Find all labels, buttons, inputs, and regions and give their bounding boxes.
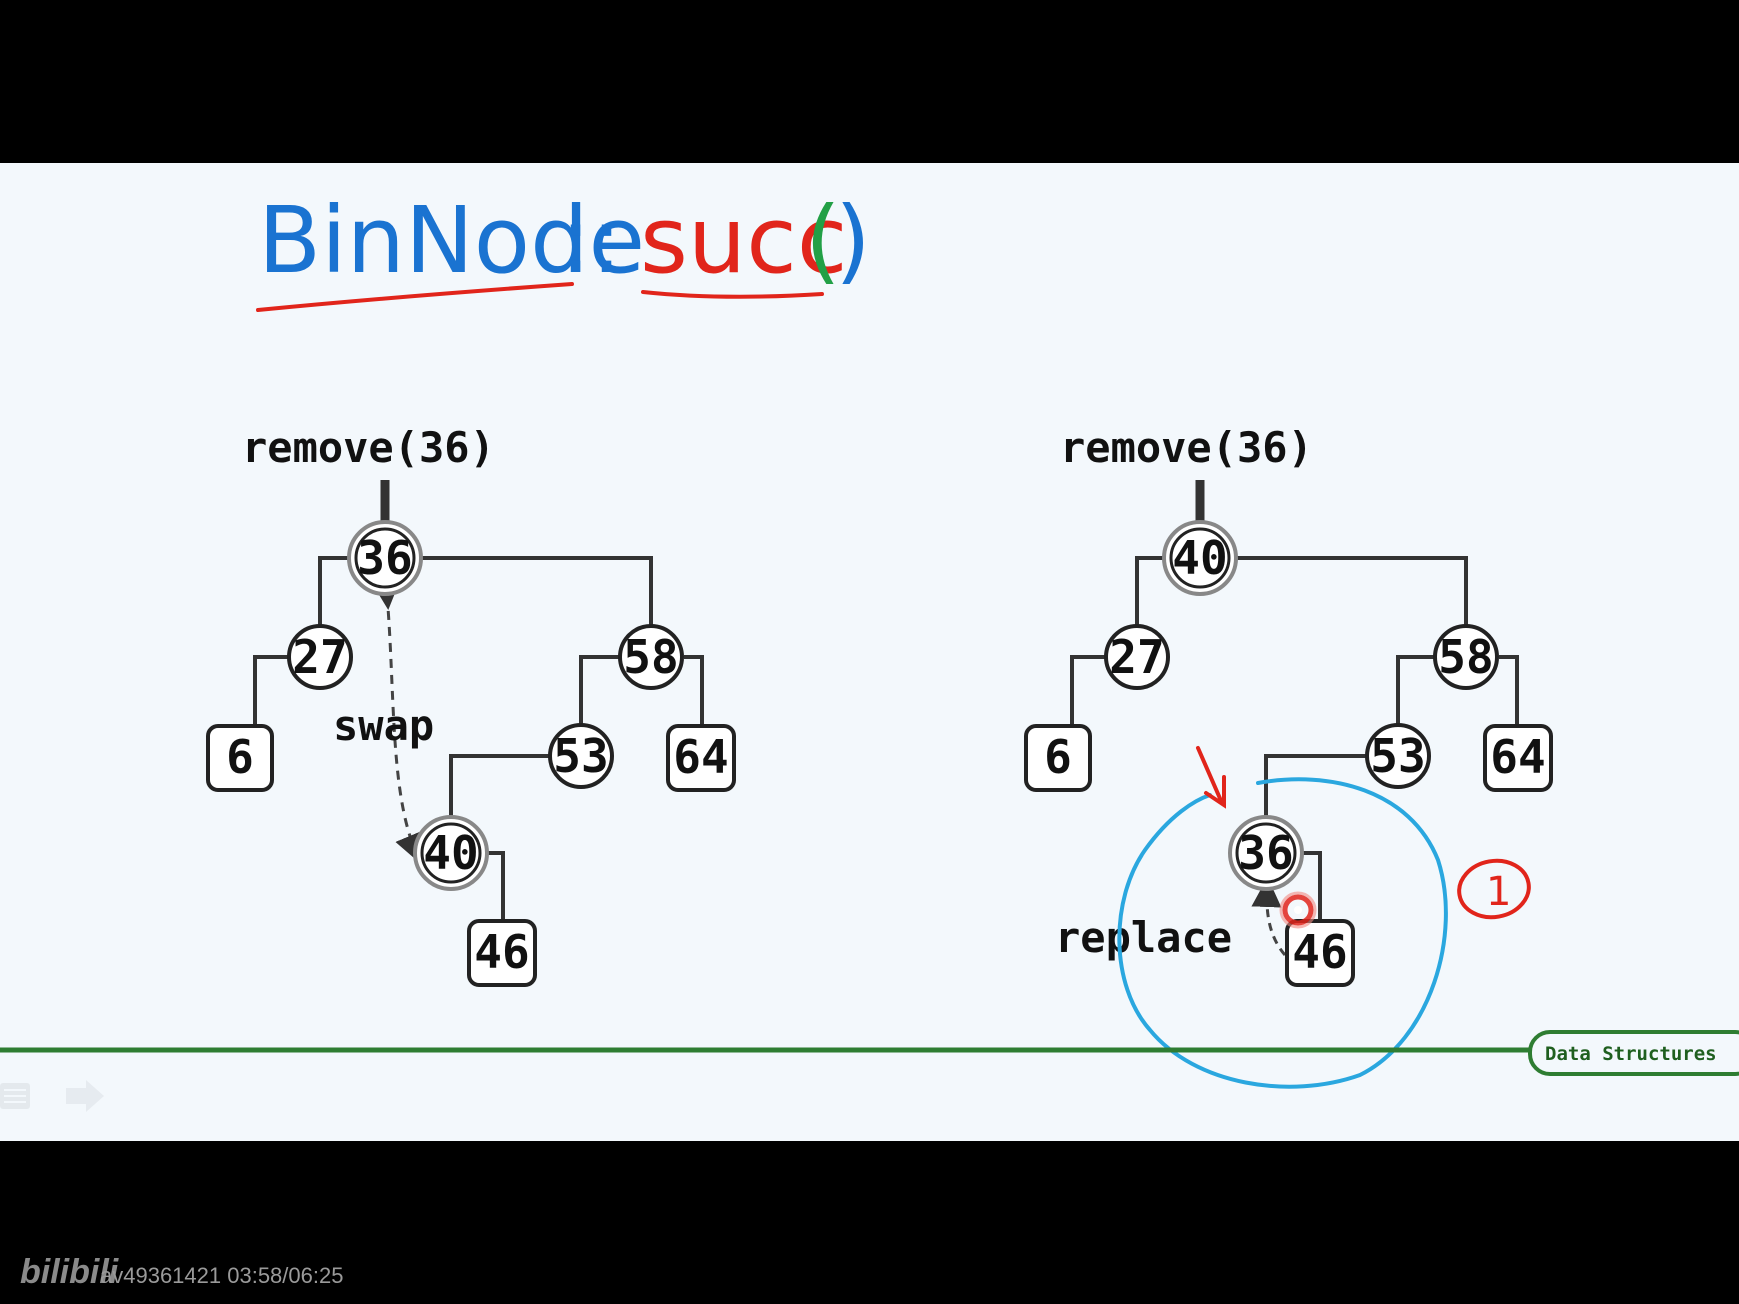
svg-text:27: 27 [292, 630, 347, 684]
edge-40-27 [1135, 556, 1167, 625]
data-structures-badge [1528, 1030, 1739, 1076]
edge-27-6 [253, 655, 289, 725]
handwritten-title: BinNode :: succ ( ) [256, 187, 871, 312]
left-tree: remove(36) swap 36 27 58 6 [206, 423, 736, 987]
swap-arrow [370, 578, 424, 864]
edge-40-46 [484, 851, 505, 920]
node-left-46: 46 [467, 919, 537, 987]
node-left-36: 36 [347, 520, 423, 596]
svg-text:64: 64 [1490, 730, 1545, 784]
node-left-27: 27 [287, 624, 353, 690]
edge-58-64-right [1499, 655, 1519, 725]
edge-36-27 [318, 556, 352, 625]
node-left-53: 53 [548, 723, 614, 789]
svg-text:46: 46 [474, 925, 529, 979]
node-left-58: 58 [618, 624, 684, 690]
node-right-40: 40 [1162, 520, 1238, 596]
replace-arrow [1251, 877, 1287, 956]
right-tree: remove(36) replace 40 27 58 6 [1024, 423, 1553, 1089]
node-right-58: 58 [1433, 624, 1499, 690]
svg-text:36: 36 [1238, 826, 1293, 880]
title-paren-close: ) [835, 187, 871, 294]
edge-27-6-right [1070, 655, 1106, 725]
cursor-target-icon [1279, 891, 1317, 929]
node-right-27: 27 [1104, 624, 1170, 690]
edge-58-64 [684, 655, 704, 725]
svg-text:36: 36 [357, 531, 412, 585]
svg-text:40: 40 [1172, 531, 1227, 585]
bottom-letterbox [0, 1141, 1739, 1304]
badge-label: Data Structures [1545, 1043, 1717, 1065]
title-class-name: BinNode [258, 187, 645, 294]
edge-53-36-right [1264, 754, 1367, 820]
swap-label: swap [333, 701, 434, 750]
svg-text:58: 58 [1438, 630, 1493, 684]
svg-text:46: 46 [1292, 925, 1347, 979]
title-method: succ [640, 187, 847, 294]
list-icon[interactable] [0, 1083, 30, 1109]
forward-arrow-icon[interactable] [66, 1080, 104, 1112]
node-right-64: 64 [1483, 724, 1553, 792]
video-info: av49361421 03:58/06:25 [100, 1263, 343, 1288]
replace-label: replace [1055, 913, 1232, 962]
title-underline-class [256, 282, 574, 312]
edge-58-53-right [1396, 655, 1436, 725]
title-underline-method [641, 290, 824, 299]
edge-58-53 [579, 655, 621, 725]
edge-40-58 [1233, 556, 1468, 625]
red-arrow-icon [1196, 746, 1226, 809]
left-caption: remove(36) [242, 423, 495, 472]
node-right-46: 46 [1285, 919, 1355, 987]
title-separator: :: [560, 187, 622, 294]
node-left-40: 40 [413, 815, 489, 891]
annotation-circle [1457, 858, 1531, 920]
title-paren-open: ( [805, 187, 841, 294]
blue-highlight-circle [1117, 777, 1448, 1089]
edge-36-46-right [1299, 851, 1322, 920]
svg-text:6: 6 [1044, 730, 1072, 784]
node-right-53: 53 [1365, 723, 1431, 789]
edge-53-40 [449, 754, 551, 820]
node-right-36: 36 [1228, 815, 1304, 891]
right-caption: remove(36) [1060, 423, 1313, 472]
node-left-64: 64 [666, 724, 736, 792]
svg-text:6: 6 [226, 730, 254, 784]
node-right-6: 6 [1024, 724, 1092, 792]
svg-text:58: 58 [623, 630, 678, 684]
svg-text:40: 40 [423, 826, 478, 880]
top-letterbox [0, 0, 1739, 163]
svg-text:27: 27 [1109, 630, 1164, 684]
svg-text:53: 53 [1370, 729, 1425, 783]
node-left-6: 6 [206, 724, 274, 792]
bilibili-logo: bilibili [20, 1253, 120, 1291]
svg-text:53: 53 [553, 729, 608, 783]
annotation-number: 1 [1486, 869, 1511, 915]
edge-36-58 [418, 556, 653, 625]
svg-text:64: 64 [673, 730, 728, 784]
